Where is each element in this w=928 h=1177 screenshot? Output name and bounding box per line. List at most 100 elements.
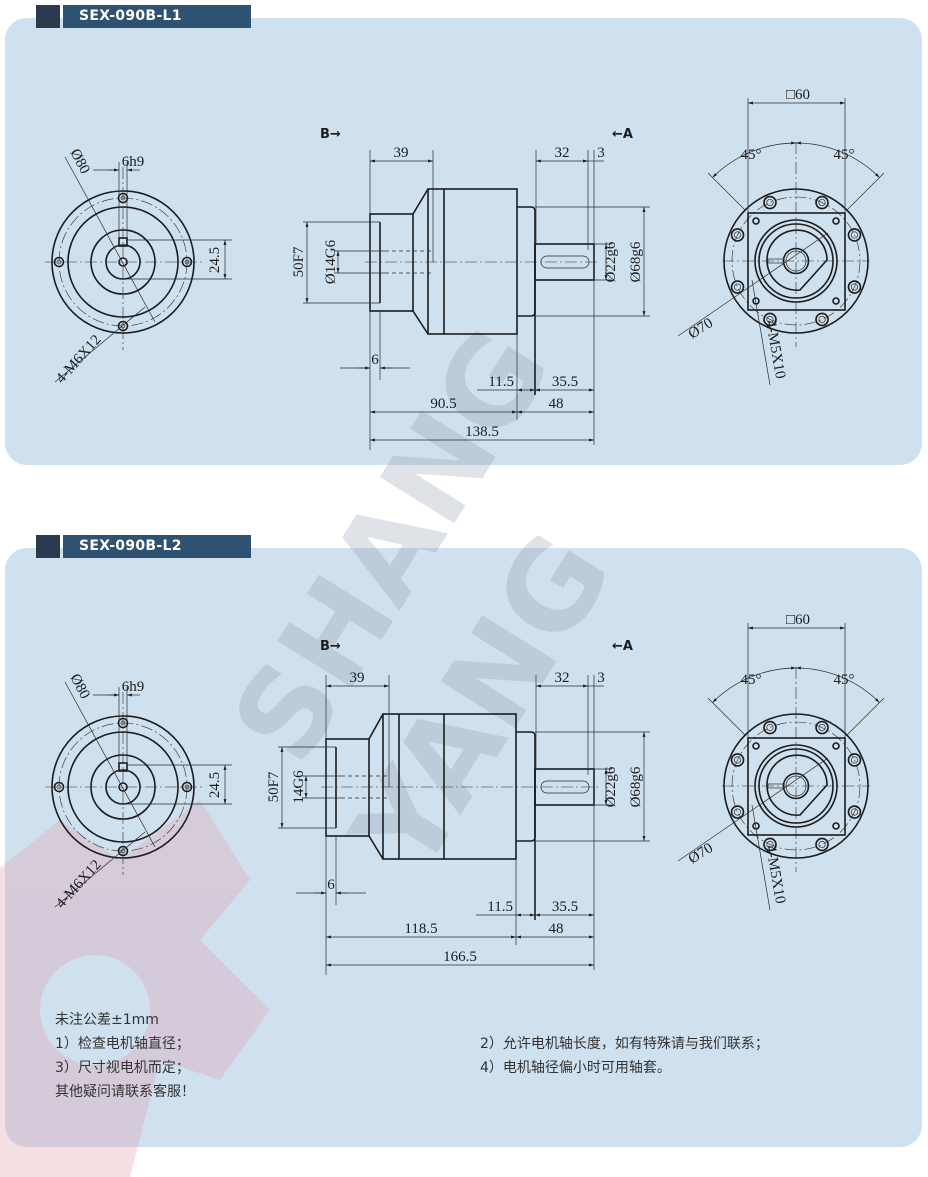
diameter-leader (64, 156, 156, 323)
dim-angle-right: 45° (834, 672, 855, 688)
panel-l1 (5, 18, 922, 465)
square-flange (747, 212, 846, 311)
dim-flange-diameter: Ø80 (66, 146, 92, 176)
tapped-hole (752, 217, 760, 225)
drawing-line (845, 697, 885, 737)
dim-key-height: 24.5 (207, 247, 223, 273)
tab-marker (36, 535, 60, 558)
note-4: 4）电机轴径偏小时可用轴套。 (480, 1060, 671, 1076)
dim-input-length: 39 (394, 145, 409, 161)
housing-profile (766, 229, 828, 291)
dim-key-width: 6h9 (122, 154, 145, 170)
bolt-hole-inner (766, 315, 774, 324)
dim-shaft-length: 32 (555, 670, 570, 686)
bolt-hole-inner (818, 723, 826, 732)
dim-shaft-total: 35.5 (552, 899, 578, 915)
bolt-hole-inner (733, 231, 742, 239)
watermark-gear-logo (0, 800, 270, 1177)
angle-arc (795, 666, 880, 703)
bolt-hole-inner (850, 283, 859, 291)
note-footer: 其他疑问请联系客服！ (55, 1084, 195, 1100)
bolt-hole (815, 195, 829, 210)
angle-arc (795, 141, 880, 178)
dim-output: 48 (549, 921, 564, 937)
bolt-hole (730, 280, 745, 294)
input-flange (369, 213, 414, 312)
bolt-hole-inner (733, 756, 742, 764)
dim-recess: 6 (327, 877, 335, 893)
view-a-label: ←A (612, 639, 633, 654)
dim-total: 138.5 (465, 424, 499, 440)
view-b-label: B→ (320, 639, 341, 654)
taper (368, 713, 384, 860)
key-slot (118, 762, 128, 772)
dim-pcd: Ø70 (686, 840, 716, 867)
bolt-hole-inner (818, 315, 826, 324)
bolt-hole-inner (733, 808, 742, 816)
bolt-hole-inner (818, 198, 826, 207)
drawing-line (845, 172, 885, 212)
dim-flange: 11.5 (487, 899, 513, 915)
dim-tapped-holes: 4-M5X10 (762, 844, 788, 905)
right-view: □60 45° 45° Ø70 4-M5X10 (677, 612, 885, 911)
left-view: 6h9 24.5 Ø80 4-M6X12 (45, 146, 232, 387)
dim-total: 166.5 (443, 949, 477, 965)
dim-angle-left: 45° (741, 672, 762, 688)
dim-pilot: 50F7 (291, 246, 307, 277)
dim-input-length: 39 (350, 670, 365, 686)
bolt-hole (763, 837, 777, 852)
note-2: 2）允许电机轴长度，如有特殊请与我们联系； (480, 1036, 769, 1052)
bolt-hole-inner (766, 198, 774, 207)
view-b-label: B→ (320, 127, 341, 142)
bolt-hole (847, 228, 862, 242)
bolt-hole-inner (733, 283, 742, 291)
dim-square: □60 (786, 612, 810, 628)
angle-arc (712, 666, 797, 703)
tapped-hole (832, 297, 840, 305)
square-flange (747, 737, 846, 836)
dim-bore: 14G6 (291, 770, 307, 804)
dim-shaft-total: 35.5 (552, 374, 578, 390)
tapped-hole (832, 742, 840, 750)
tapped-hole (832, 217, 840, 225)
dim-shaft-offset: 3 (597, 670, 605, 686)
angle-arc (712, 141, 797, 178)
dim-body: 118.5 (404, 921, 437, 937)
dim-bore: Ø14G6 (323, 239, 339, 284)
dim-output: 48 (549, 396, 564, 412)
bolt-hole (815, 837, 829, 852)
bolt-hole-inner (850, 231, 859, 239)
dim-spigot: Ø68g6 (628, 766, 644, 807)
dim-body: 90.5 (430, 396, 456, 412)
taper (412, 188, 429, 335)
drawing-line (707, 172, 747, 212)
bolt-hole (763, 720, 777, 735)
dim-key-width: 6h9 (122, 679, 145, 695)
bolt-hole (763, 312, 777, 327)
bolt-hole (847, 805, 862, 819)
holes-leader (54, 306, 146, 383)
holes-leader (54, 831, 146, 908)
model-title-l2: SEX-090B-L2 (63, 535, 251, 558)
model-title-l1: SEX-090B-L1 (63, 5, 251, 28)
bolt-hole-inner (850, 756, 859, 764)
dim-mounting-holes: 4-M6X12 (53, 332, 104, 387)
housing-profile (766, 754, 828, 816)
bolt-hole (730, 228, 745, 242)
dim-shaft-offset: 3 (597, 145, 605, 161)
bolt-hole (730, 753, 745, 767)
holes-leader (751, 279, 771, 386)
bolt-hole (730, 805, 745, 819)
dim-angle-right: 45° (834, 147, 855, 163)
bolt-hole (815, 312, 829, 327)
dim-square: □60 (786, 87, 810, 103)
note-3: 3）尺寸视电机而定； (55, 1060, 190, 1076)
dim-recess: 6 (371, 352, 379, 368)
view-a-label: ←A (612, 127, 633, 142)
bolt-hole-inner (850, 808, 859, 816)
